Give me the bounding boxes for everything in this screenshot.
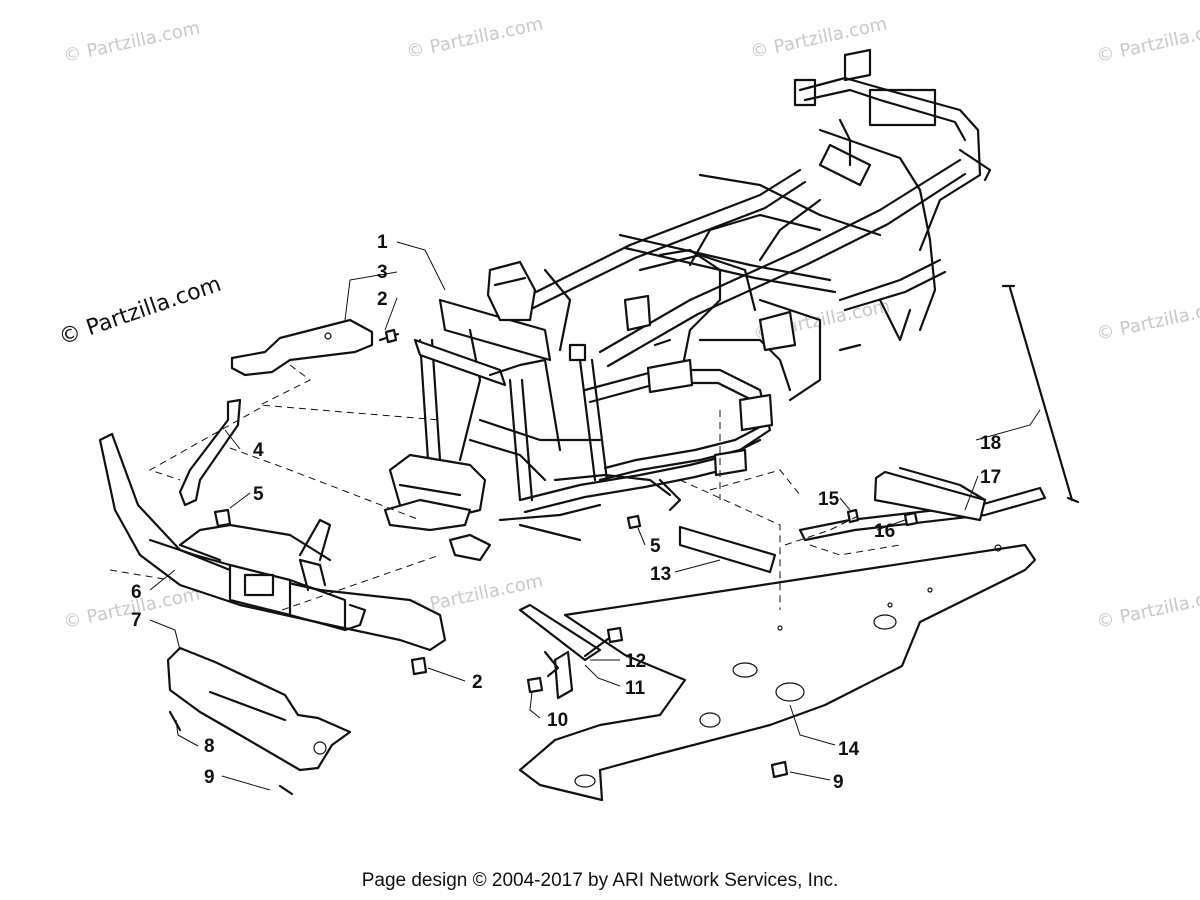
callout-18: 18	[980, 433, 1001, 454]
front-skid-plate-7	[166, 646, 352, 772]
callout-14: 14	[838, 739, 860, 760]
callout-13: 13	[650, 564, 671, 585]
callout-17: 17	[980, 467, 1001, 488]
main-frame	[383, 48, 992, 562]
callout-5: 5	[650, 536, 661, 557]
watermark: © Partzilla.com	[749, 13, 889, 62]
callout-16: 16	[874, 521, 895, 542]
watermark-dark: © Partzilla.com	[56, 272, 225, 351]
bolt-12	[583, 634, 614, 658]
decal-13	[678, 525, 777, 574]
watermark: © Partzilla.com	[62, 17, 202, 66]
nut-16	[903, 511, 919, 527]
bolt-2-upper	[378, 328, 400, 344]
callout-9: 9	[833, 772, 844, 793]
main-skid-plate-14	[518, 543, 1037, 802]
nut-10	[526, 676, 544, 694]
screw-8	[168, 710, 182, 732]
bolt-15	[846, 508, 860, 524]
callout-9: 9	[204, 767, 215, 788]
watermark: © Partzilla.com	[405, 13, 545, 62]
brace-4	[178, 398, 242, 507]
washer-9-left	[278, 784, 294, 796]
callout-3: 3	[377, 262, 388, 283]
watermark: © Partzilla.com	[1095, 295, 1200, 344]
watermark: © Partzilla.com	[1095, 583, 1200, 632]
assembly-lines	[109, 364, 901, 611]
callout-4: 4	[253, 440, 264, 461]
callout-8: 8	[204, 736, 215, 757]
callout-6: 6	[131, 582, 142, 603]
washer-9-right	[770, 760, 789, 779]
callout-11: 11	[625, 678, 646, 699]
callout-10: 10	[547, 710, 568, 731]
bolt-5-center	[626, 514, 642, 530]
bracket-3	[230, 318, 374, 377]
watermark: © Partzilla.com	[1095, 17, 1200, 66]
page-footer: Page design © 2004-2017 by ARI Network S…	[361, 870, 839, 891]
callout-7: 7	[131, 610, 142, 631]
rear-bumper-17	[798, 466, 1047, 542]
bolt-2-lower	[410, 656, 428, 676]
callout-5: 5	[253, 484, 264, 505]
front-bumper-6	[98, 432, 447, 652]
callout-15: 15	[818, 489, 840, 510]
callout-12: 12	[625, 651, 646, 672]
callout-2: 2	[377, 289, 388, 310]
callout-labels: 1 3 2 4 5 6 7 8 9 2 5 13 12 11 10 14 9 1…	[131, 232, 1001, 793]
bracket-11	[518, 603, 602, 700]
callout-2: 2	[472, 672, 483, 693]
leader-lines	[149, 241, 1041, 791]
callout-1: 1	[377, 232, 388, 253]
bolt-5-left	[213, 508, 232, 528]
rod-18	[1008, 286, 1074, 502]
